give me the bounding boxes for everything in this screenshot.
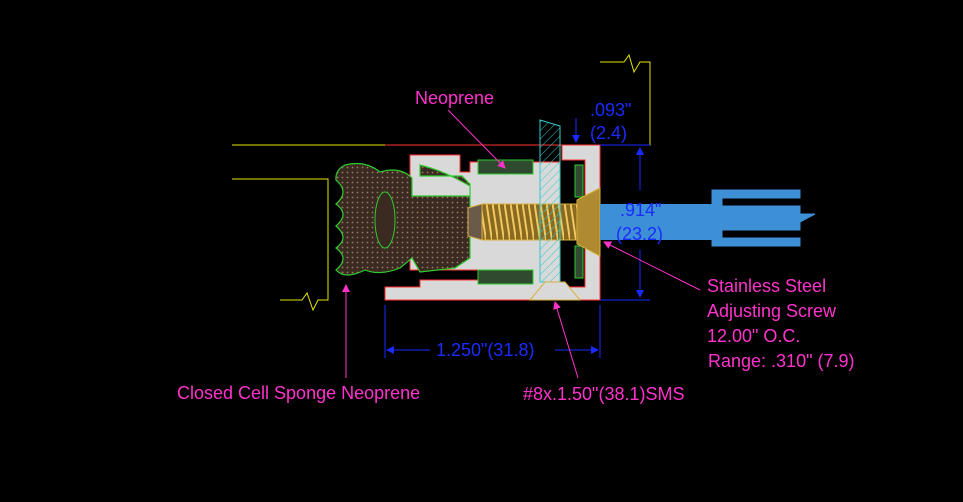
label-sms: #8x.1.50"(38.1)SMS <box>523 384 684 404</box>
dim-gap-mm: (2.4) <box>590 123 627 143</box>
panel <box>600 189 816 247</box>
label-steel-3: 12.00" O.C. <box>707 326 800 346</box>
sms-countersink <box>528 281 582 301</box>
dim-gap-in: .093" <box>590 100 631 120</box>
dimension-lines <box>384 118 650 358</box>
sponge-hollow <box>374 191 396 249</box>
label-steel-1: Stainless Steel <box>707 276 826 296</box>
dim-width: 1.250"(31.8) <box>436 340 534 360</box>
label-steel-2: Adjusting Screw <box>707 301 837 321</box>
label-closed-cell-sponge: Closed Cell Sponge Neoprene <box>177 383 420 403</box>
label-steel-4: Range: .310" (7.9) <box>708 351 854 371</box>
leaders <box>342 109 701 379</box>
dim-height-mm: (23.2) <box>616 224 663 244</box>
hatched-stop <box>539 119 561 283</box>
sponge-gasket <box>334 162 471 276</box>
dim-height-in: .914" <box>620 200 661 220</box>
break-lines <box>232 53 651 312</box>
adjusting-screw <box>467 187 601 257</box>
label-neoprene: Neoprene <box>415 88 494 108</box>
